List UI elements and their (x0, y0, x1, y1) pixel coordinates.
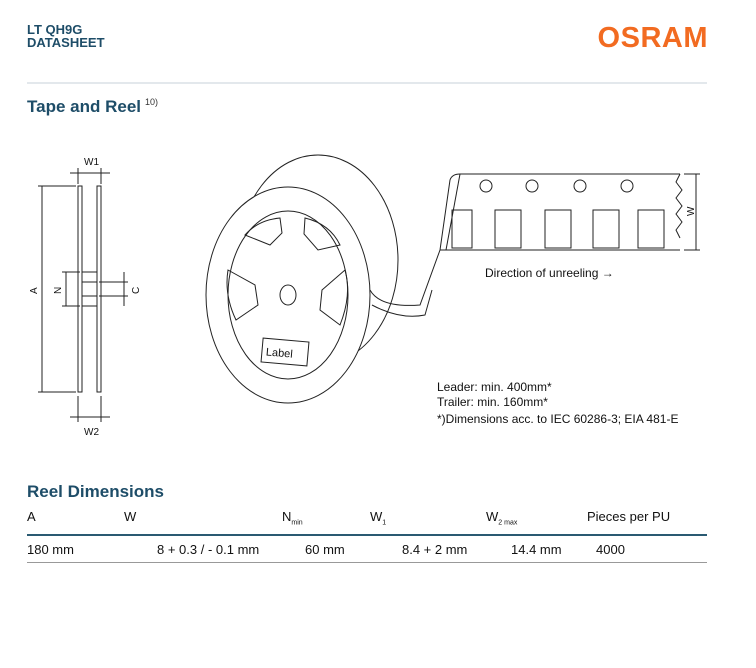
footnote-ref: 10) (145, 97, 159, 107)
table-header-rule (27, 534, 707, 536)
section-title-text: Tape and Reel (27, 97, 141, 116)
col-header-w2-max: W2 max (486, 509, 518, 527)
carrier-tape: W Direction of unreeling → (369, 173, 700, 317)
cell-n-min: 60 mm (305, 542, 345, 557)
col-header-w: W (124, 509, 137, 524)
doc-type: DATASHEET (27, 35, 105, 50)
osram-logo: OSRAM (597, 22, 708, 54)
table-bottom-rule (27, 562, 707, 563)
note-trailer: Trailer: min. 160mm* (437, 395, 548, 409)
tape-reel-drawing: W1 W2 A N C Label W Direction of unreeli… (29, 154, 700, 438)
cell-w1: 8.4 + 2 mm (402, 542, 468, 557)
unreel-direction: Direction of unreeling → (485, 266, 614, 280)
dim-w2: W2 (84, 427, 99, 438)
tape-notes: Leader: min. 400mm* Trailer: min. 160mm*… (437, 380, 678, 426)
section-title-reel-dimensions: Reel Dimensions (27, 482, 164, 501)
product-name: LT QH9G (27, 22, 83, 37)
cell-pieces: 4000 (596, 542, 625, 557)
col-header-n-min: Nmin (282, 509, 303, 527)
dim-a: A (29, 287, 40, 294)
reel-perspective: Label (205, 154, 399, 404)
reel-label: Label (265, 346, 293, 360)
col-header-w1: W1 (370, 509, 387, 527)
note-dimensions: *)Dimensions acc. to IEC 60286-3; EIA 48… (437, 412, 678, 426)
cell-w: 8 + 0.3 / - 0.1 mm (157, 542, 260, 557)
col-header-pieces: Pieces per PU (587, 509, 671, 524)
col-header-a: A (27, 509, 36, 524)
dim-w: W (686, 206, 697, 216)
dim-n: N (53, 287, 64, 294)
note-leader: Leader: min. 400mm* (437, 380, 552, 394)
dim-c: C (131, 287, 142, 294)
dim-w1: W1 (84, 157, 99, 168)
cell-w2-max: 14.4 mm (511, 542, 562, 557)
doc-header: LT QH9G DATASHEET (27, 23, 105, 49)
header-divider (27, 82, 707, 84)
reel-side-view: W1 W2 A N C (29, 157, 142, 438)
section-title-tape-reel: Tape and Reel 10) (27, 97, 158, 117)
cell-a: 180 mm (27, 542, 74, 557)
